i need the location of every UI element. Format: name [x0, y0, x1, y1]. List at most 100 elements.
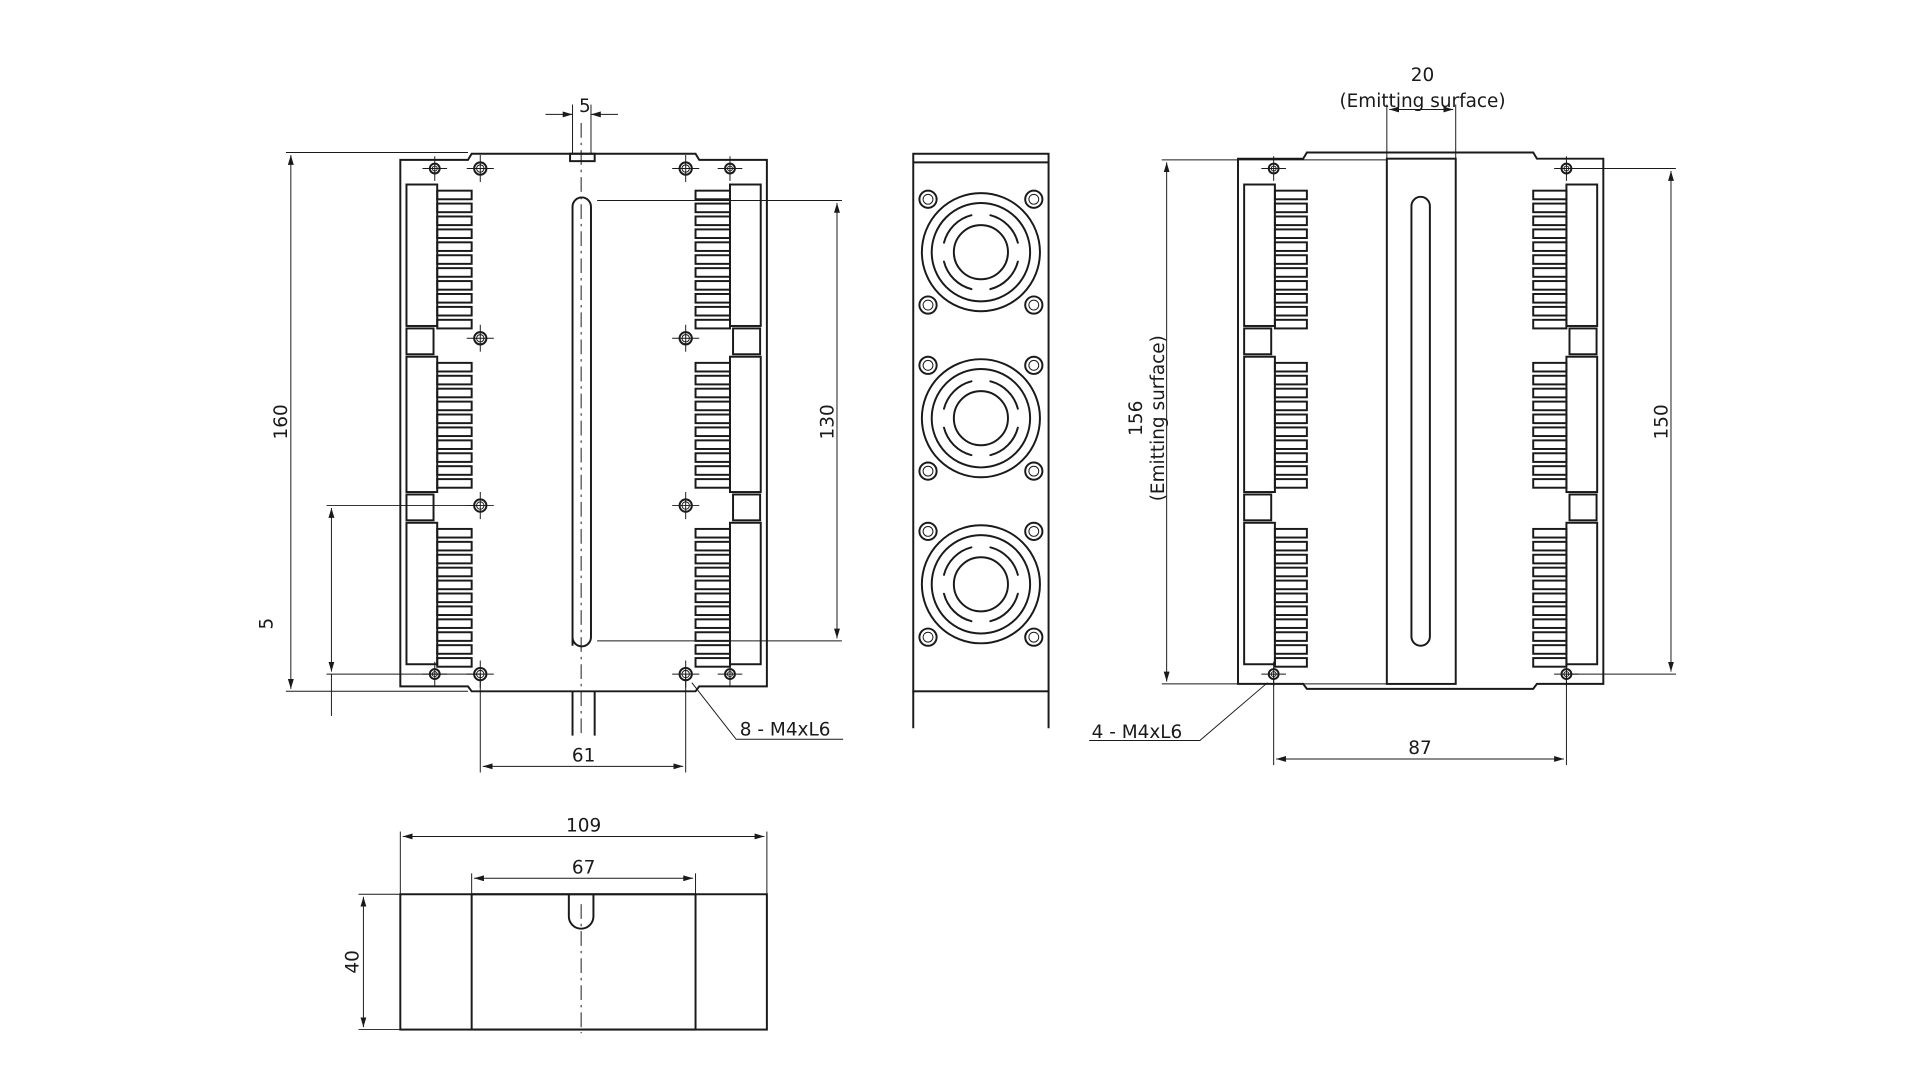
fin [436, 439, 473, 450]
fin [694, 540, 731, 552]
fin-base [728, 183, 762, 327]
fin [694, 280, 731, 291]
fin [694, 361, 731, 373]
fin [1532, 566, 1568, 578]
fan-corner-hole [1024, 521, 1044, 541]
fin [1532, 267, 1568, 278]
fin [694, 318, 731, 330]
fin [436, 413, 473, 425]
fin [1532, 228, 1568, 240]
fan-slot [942, 260, 973, 291]
fin [1273, 631, 1308, 642]
fan-corner-hole [918, 189, 938, 209]
fin [694, 452, 731, 463]
fin [1532, 241, 1568, 252]
fin [1273, 202, 1308, 214]
fin [694, 202, 731, 214]
fin [694, 465, 731, 476]
fin [694, 189, 731, 201]
fin-bridge [732, 327, 762, 356]
fin [436, 540, 473, 552]
fan-hub [952, 390, 1009, 447]
dim-160: 160 [271, 404, 292, 439]
fan-corner-inner [922, 193, 934, 205]
fan-slot [989, 546, 1019, 576]
fan-slot [989, 426, 1019, 457]
front-view: 160 130 5 61 5 8 - M4xL6 [256, 96, 844, 773]
center-mark [717, 661, 743, 687]
dim-150: 150 [1651, 404, 1672, 439]
fin [436, 215, 473, 227]
heatsink-fins [1243, 183, 1599, 668]
fan-corner-inner [1028, 299, 1040, 311]
fin [694, 527, 731, 539]
fin [436, 293, 473, 304]
fin [1532, 387, 1568, 399]
fin [436, 189, 473, 201]
fan-corner-hole [918, 461, 938, 481]
fin [694, 215, 731, 227]
mounting-holes [422, 154, 743, 688]
fan-corner-inner [1028, 359, 1040, 371]
dim-5-top: 5 [579, 96, 591, 117]
fin [694, 413, 731, 425]
fin [694, 579, 731, 591]
thread-callout-8: 8 - M4xL6 [740, 720, 831, 741]
fin-bridge [1243, 327, 1273, 356]
fin [1532, 374, 1568, 386]
fan-slot [989, 380, 1019, 410]
fin [436, 426, 473, 438]
fin [1273, 452, 1308, 463]
fin-base [728, 355, 762, 494]
fin [1273, 215, 1308, 227]
fan-ring [930, 201, 1032, 303]
fin [436, 553, 473, 565]
thread-callout-4: 4 - M4xL6 [1092, 722, 1183, 743]
center-mark [672, 154, 700, 183]
fin-base [405, 521, 439, 666]
fin [1273, 527, 1308, 539]
bottom-view: 109 67 40 [342, 816, 768, 1034]
dim-20: 20 [1411, 65, 1434, 86]
fin-base [1243, 355, 1276, 494]
fin-base [1243, 521, 1276, 666]
fin [694, 400, 731, 412]
fin-base [728, 521, 762, 666]
fin [436, 318, 473, 330]
fin [436, 566, 473, 578]
fan-corner-inner [1028, 465, 1040, 477]
fin-base [1243, 183, 1276, 327]
fin [1532, 318, 1568, 330]
fin [1273, 657, 1308, 668]
center-mark [717, 156, 743, 181]
fin [694, 605, 731, 617]
fan-slot [942, 426, 973, 457]
fin [1273, 318, 1308, 330]
fin [1273, 605, 1308, 617]
fin [1532, 280, 1568, 291]
fin [1532, 644, 1568, 655]
fan-corner-hole [1024, 355, 1044, 375]
center-mark [422, 156, 448, 181]
dim-109: 109 [566, 816, 601, 837]
fin [1273, 189, 1308, 201]
fan-hub [952, 556, 1009, 613]
fin [1273, 439, 1308, 450]
dim-5-left: 5 [256, 618, 277, 630]
fin [1273, 387, 1308, 399]
fin [436, 374, 473, 386]
fin [694, 618, 731, 629]
fin [1532, 592, 1568, 604]
fin-bridge [405, 327, 435, 356]
center-mark [466, 154, 494, 183]
fan-corner-hole [918, 627, 938, 647]
fin [1273, 553, 1308, 565]
fin [436, 631, 473, 642]
fin [436, 361, 473, 373]
fin [1273, 426, 1308, 438]
fin [436, 579, 473, 591]
fin [1273, 241, 1308, 252]
fin [1532, 579, 1568, 591]
fan-hub [952, 224, 1009, 281]
fin [694, 267, 731, 278]
